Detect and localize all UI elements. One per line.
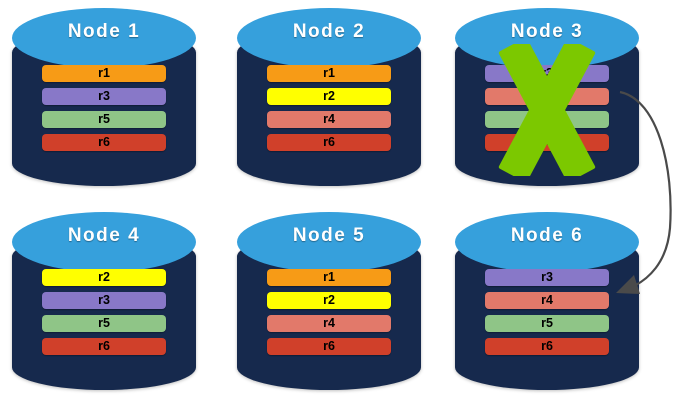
record-bar[interactable]: r5 (485, 315, 609, 332)
node-4-title: Node 4 (67, 225, 141, 246)
record-bar[interactable]: r6 (485, 338, 609, 355)
node-6-title: Node 6 (510, 225, 584, 246)
record-bar[interactable]: r1 (267, 269, 391, 286)
record-bar[interactable]: r3 (485, 65, 609, 82)
record-bar[interactable]: r5 (42, 111, 166, 128)
record-bar[interactable]: r3 (42, 292, 166, 309)
node-1-records: r1 r3 r5 r6 (42, 65, 166, 157)
node-2-cylinder-top (237, 8, 421, 68)
node-6[interactable]: Node 6 r3 r4 r5 r6 (455, 212, 639, 390)
node-2[interactable]: Node 2 r1 r2 r4 r6 (237, 8, 421, 186)
node-3-title: Node 3 (510, 21, 584, 42)
record-bar[interactable]: r6 (485, 134, 609, 151)
node-3[interactable]: Node 3 r3 r4 r5 r6 (455, 8, 639, 186)
record-bar[interactable]: r6 (42, 134, 166, 151)
record-bar[interactable]: r3 (485, 269, 609, 286)
node-1-title: Node 1 (67, 21, 141, 42)
record-bar[interactable]: r3 (42, 88, 166, 105)
record-bar[interactable]: r2 (42, 269, 166, 286)
node-6-cylinder-top (455, 212, 639, 272)
record-bar[interactable]: r4 (485, 88, 609, 105)
node-4-records: r2 r3 r5 r6 (42, 269, 166, 361)
node-3-records: r3 r4 r5 r6 (485, 65, 609, 157)
node-5-cylinder-top (237, 212, 421, 272)
node-4-cylinder-top (12, 212, 196, 272)
record-bar[interactable]: r6 (42, 338, 166, 355)
record-bar[interactable]: r4 (267, 315, 391, 332)
node-1-cylinder-top (12, 8, 196, 68)
record-bar[interactable]: r4 (267, 111, 391, 128)
node-4[interactable]: Node 4 r2 r3 r5 r6 (12, 212, 196, 390)
record-bar[interactable]: r2 (267, 88, 391, 105)
node-2-records: r1 r2 r4 r6 (267, 65, 391, 157)
record-bar[interactable]: r6 (267, 338, 391, 355)
record-bar[interactable]: r6 (267, 134, 391, 151)
record-bar[interactable]: r1 (267, 65, 391, 82)
node-5[interactable]: Node 5 r1 r2 r4 r6 (237, 212, 421, 390)
record-bar[interactable]: r4 (485, 292, 609, 309)
record-bar[interactable]: r5 (42, 315, 166, 332)
record-bar[interactable]: r2 (267, 292, 391, 309)
record-bar[interactable]: r1 (42, 65, 166, 82)
node-2-title: Node 2 (292, 21, 366, 42)
record-bar[interactable]: r5 (485, 111, 609, 128)
node-1[interactable]: Node 1 r1 r3 r5 r6 (12, 8, 196, 186)
node-5-title: Node 5 (292, 225, 366, 246)
node-5-records: r1 r2 r4 r6 (267, 269, 391, 361)
node-6-records: r3 r4 r5 r6 (485, 269, 609, 361)
